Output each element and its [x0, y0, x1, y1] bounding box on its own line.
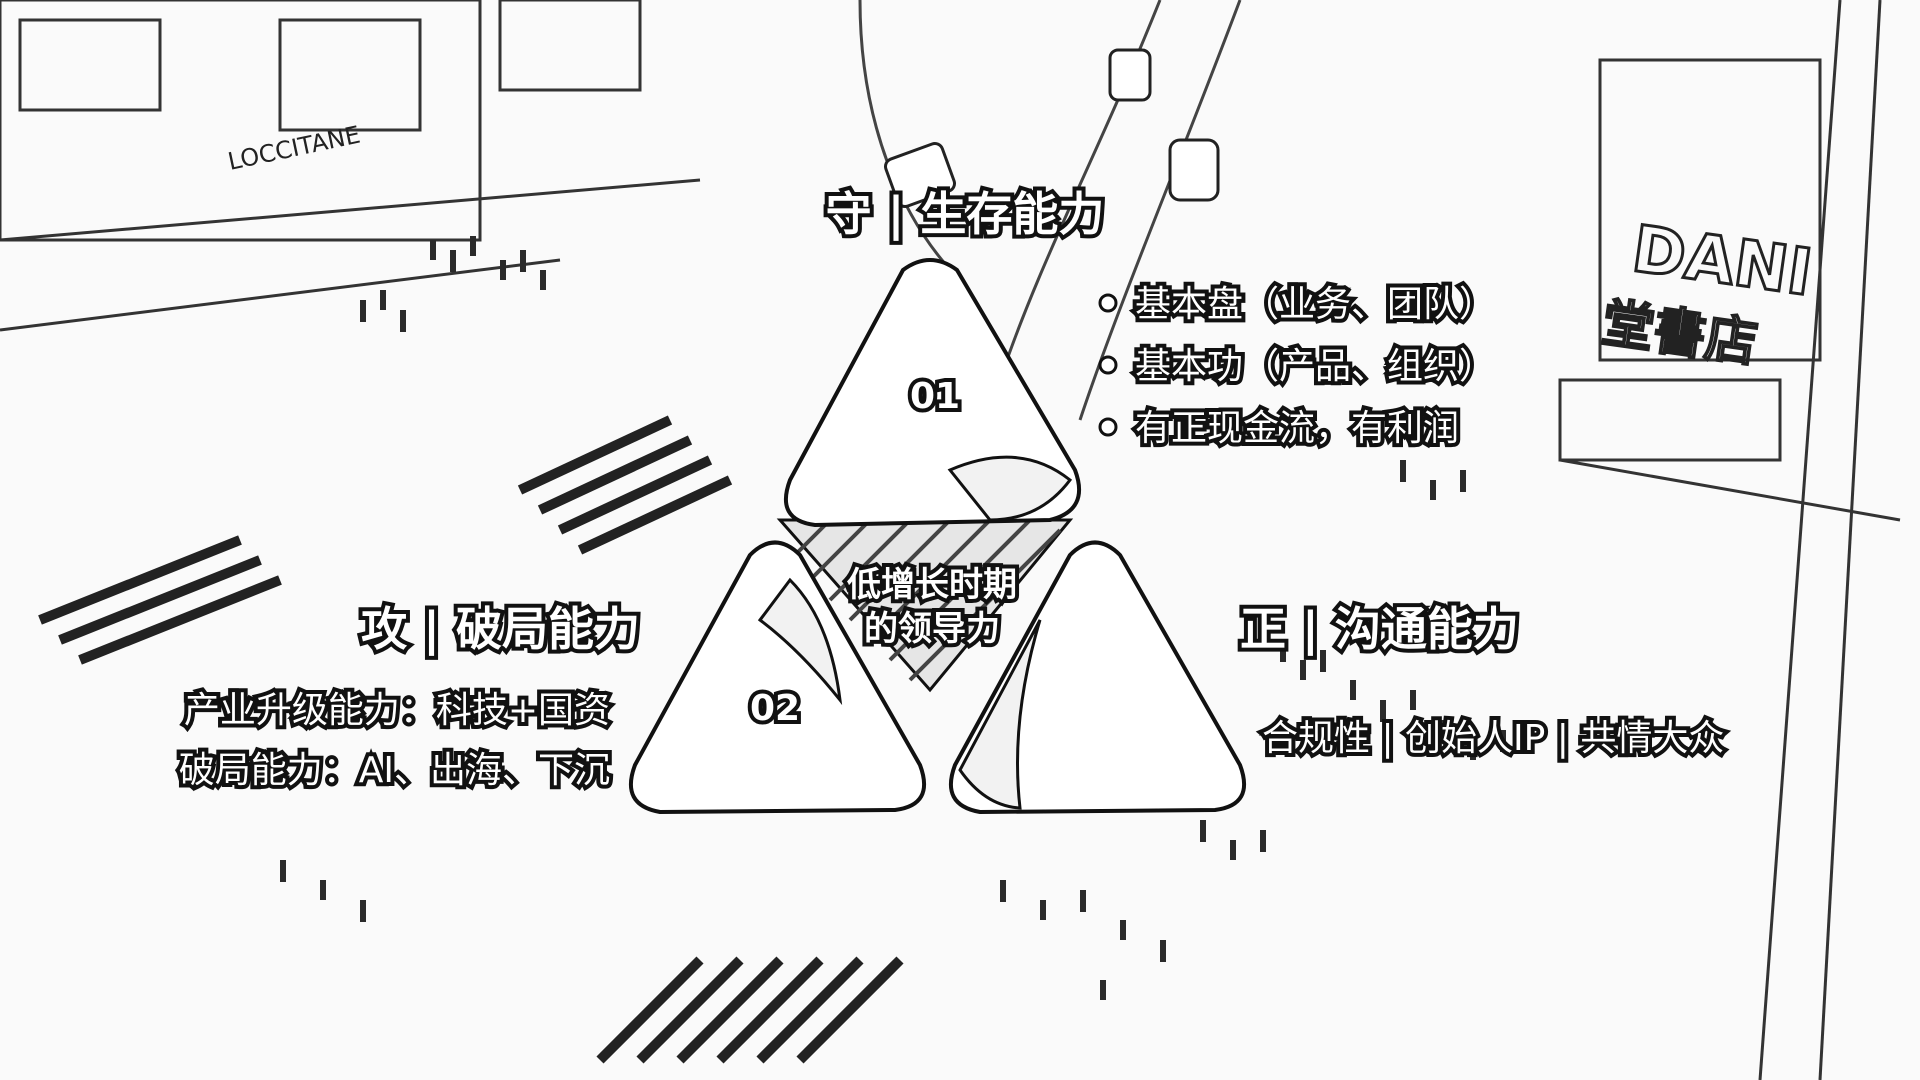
bullet-text: 基本盘（业务、团队）: [1135, 284, 1495, 325]
number-01: 01: [910, 376, 960, 417]
center-label-line1: 低增长时期: [847, 565, 1017, 605]
bullet-text: 有正现金流，有利润: [1135, 408, 1459, 449]
number-02: 02: [750, 688, 800, 729]
center-label-line2: 的领导力: [864, 609, 1000, 649]
bullet-dot: [1100, 295, 1116, 311]
heading-offense: 攻 | 破局能力: [361, 602, 640, 657]
heading-defense: 守 | 生存能力: [826, 187, 1105, 242]
bullet-text: 基本功（产品、组织）: [1135, 346, 1495, 387]
left-text-line: 破局能力：AI、出海、下沉: [179, 750, 610, 791]
heading-integrity: 正 | 沟通能力: [1240, 602, 1519, 657]
right-text-line: 合规性 | 创始人IP | 共情大众: [1262, 718, 1724, 759]
left-text-line: 产业升级能力：科技+国资: [184, 690, 610, 731]
bullet-dot: [1100, 419, 1116, 435]
bullet-dot: [1100, 357, 1116, 373]
